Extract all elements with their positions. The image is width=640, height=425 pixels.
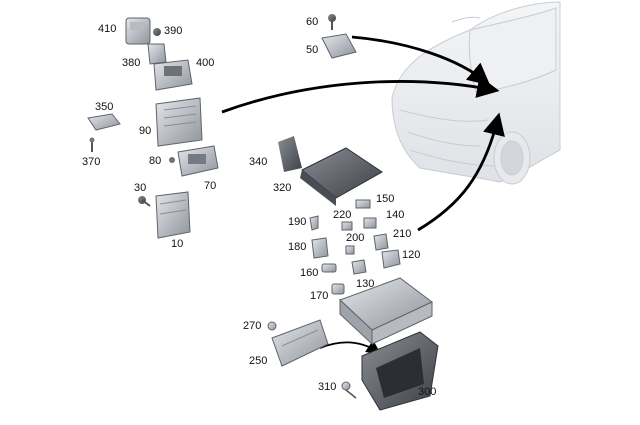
- label-80: 80: [149, 155, 162, 167]
- label-180: 180: [288, 241, 307, 253]
- component-120: [381, 249, 401, 269]
- label-190: 190: [288, 216, 307, 228]
- component-390: [153, 28, 161, 36]
- label-140: 140: [386, 209, 405, 221]
- label-310: 310: [318, 381, 337, 393]
- component-50: [321, 33, 357, 59]
- label-400: 400: [196, 57, 215, 69]
- leader-arrows: [221, 35, 505, 354]
- label-170: 170: [310, 290, 329, 302]
- label-250: 250: [249, 355, 268, 367]
- component-130: [351, 259, 367, 275]
- label-210: 210: [393, 228, 412, 240]
- component-300: [361, 331, 439, 411]
- label-350: 350: [95, 101, 114, 113]
- label-160: 160: [300, 267, 319, 279]
- component-410: [125, 17, 151, 45]
- component-140: [363, 217, 377, 229]
- component-70: [177, 145, 219, 177]
- label-150: 150: [376, 193, 395, 205]
- label-320: 320: [273, 182, 292, 194]
- label-130: 130: [356, 278, 375, 290]
- component-80: [169, 157, 175, 163]
- label-90: 90: [139, 125, 152, 137]
- component-10: [155, 191, 191, 239]
- label-390: 390: [164, 25, 183, 37]
- label-70: 70: [204, 180, 217, 192]
- label-340: 340: [249, 156, 268, 168]
- component-200: [345, 245, 355, 255]
- component-180: [311, 237, 329, 259]
- label-10: 10: [171, 238, 184, 250]
- component-160: [321, 263, 337, 273]
- component-150: [355, 199, 371, 209]
- label-220: 220: [333, 209, 352, 221]
- label-300: 300: [418, 386, 437, 398]
- label-380: 380: [122, 57, 141, 69]
- component-400: [153, 59, 193, 91]
- label-370: 370: [82, 156, 101, 168]
- component-170: [331, 283, 345, 295]
- component-270: [267, 321, 277, 331]
- label-50: 50: [306, 44, 319, 56]
- vehicle-outline: [391, 1, 561, 185]
- fuse-box-main: [339, 277, 433, 346]
- component-220: [341, 221, 353, 231]
- component-310: [341, 381, 357, 399]
- label-30: 30: [134, 182, 147, 194]
- label-270: 270: [243, 320, 262, 332]
- component-90: [155, 97, 203, 147]
- component-190: [309, 215, 319, 231]
- component-350: [87, 113, 121, 131]
- label-60: 60: [306, 16, 319, 28]
- label-410: 410: [98, 23, 117, 35]
- label-120: 120: [402, 249, 421, 261]
- component-340: [278, 136, 302, 172]
- component-380: [147, 43, 167, 65]
- component-370: [89, 137, 95, 152]
- label-200: 200: [346, 232, 365, 244]
- component-320: [300, 147, 383, 206]
- component-250: [271, 319, 329, 367]
- component-60: [328, 14, 336, 30]
- component-210: [373, 233, 389, 251]
- component-30: [138, 196, 151, 207]
